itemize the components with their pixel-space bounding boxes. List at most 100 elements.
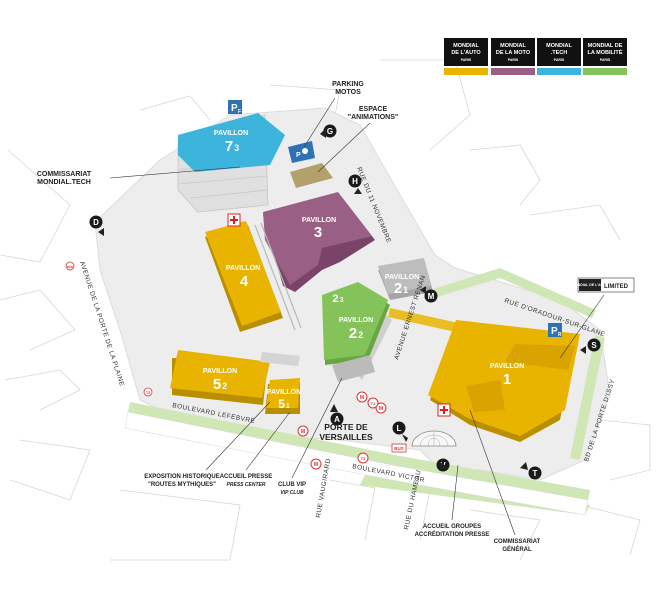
metro-icon-3: M: [375, 402, 387, 414]
legend-item-1-text-2: DE L'AUTO: [451, 50, 481, 56]
parking-motos-label-2: MOTOS: [335, 89, 361, 96]
pavilion-2-3-number: 23: [332, 293, 343, 305]
svg-text:P: P: [296, 152, 301, 159]
entrance-g-letter: G: [327, 127, 333, 136]
pavilion-4-number: 4: [240, 273, 249, 290]
tram-t3-icon: T3: [357, 452, 369, 464]
svg-text:LIMITED: LIMITED: [604, 284, 629, 290]
legend-item-2-text-2: DE LA MOTO: [496, 50, 531, 56]
bus-icon: BUS: [391, 443, 407, 453]
parking-sign-east: P R: [548, 323, 562, 338]
pavilion-1[interactable]: PAVILLON 1: [428, 320, 580, 442]
svg-text:M: M: [301, 429, 305, 435]
entrance-t-letter: T: [533, 469, 538, 478]
pavilion-1-label: PAVILLON: [490, 363, 524, 370]
walkway-lines: [254, 222, 302, 331]
svg-text:R: R: [558, 332, 562, 338]
legend-item-1-text-1: MONDIAL: [453, 43, 479, 49]
pavilion-2-2-number: 22: [349, 325, 363, 342]
entrance-m-marker[interactable]: M: [424, 289, 438, 303]
commissariat-tech-label-2: MONDIAL.TECH: [37, 179, 91, 186]
svg-text:T3: T3: [146, 391, 150, 395]
tram-t2-icon: T2: [367, 397, 379, 409]
svg-text:T3: T3: [361, 456, 366, 461]
legend-item-4-text-2: LA MOBILITÉ: [588, 48, 623, 56]
pavilion-1-number: 1: [503, 371, 511, 388]
legend-item-4-text-1: MONDIAL DE: [588, 43, 623, 49]
svg-text:RER: RER: [67, 265, 74, 269]
exposition-label-1: EXPOSITION HISTORIQUE: [144, 474, 220, 480]
pavilion-2-1-label: PAVILLON: [385, 274, 419, 281]
pavilion-2-connector: [332, 355, 375, 382]
pavilion-7-3-number: 73: [225, 138, 239, 155]
green-strip-boulevard: [128, 402, 590, 500]
first-aid-icon-pavilion-1: [437, 403, 451, 417]
entrance-h-marker[interactable]: H: [348, 174, 362, 188]
svg-text:MONDIAL DE L'AUTO: MONDIAL DE L'AUTO: [572, 283, 608, 287]
parking-motos-label-1: PARKING: [332, 81, 364, 88]
entrance-t-marker[interactable]: T: [528, 466, 542, 480]
svg-text:M: M: [379, 406, 383, 412]
legend-item-1-city: PARIS: [461, 58, 472, 62]
accueil-presse-label: ACCUEIL PRESSE: [220, 474, 273, 480]
pavilion-5-1-number: 51: [278, 397, 290, 411]
service-block: [260, 352, 300, 366]
pavilion-7-3-label: PAVILLON: [214, 130, 248, 137]
dome-icon: [411, 430, 457, 447]
map-labels: PARKING MOTOS ESPACE "ANIMATIONS" COMMIS…: [37, 81, 541, 553]
porte-de-versailles-label-2: VERSAILLES: [319, 432, 373, 442]
entrance-m-letter: M: [428, 292, 435, 301]
entrance-h-letter: H: [352, 177, 358, 186]
entrance-d-marker[interactable]: D: [89, 215, 103, 229]
pavilion-7-3[interactable]: PAVILLON 73: [177, 113, 285, 213]
accueil-groupes-label-2: ACCRÉDITATION PRESSE: [415, 530, 490, 538]
metro-icon-1: M: [297, 425, 309, 437]
metro-icon-2: M: [356, 391, 368, 403]
legend-item-2-text-1: MONDIAL: [500, 43, 526, 49]
legend-item-4-city: PARIS: [600, 58, 611, 62]
pavilion-5-2-number: 52: [213, 376, 227, 393]
pavilion-2-2-label: PAVILLON: [339, 317, 373, 324]
entrance-s-letter: S: [591, 341, 597, 350]
green-strip-east: [570, 335, 605, 460]
vip-club-label: VIP CLUB: [280, 490, 304, 496]
svg-text:P: P: [551, 326, 558, 337]
legend-item-3-text-2: .TECH: [551, 50, 568, 56]
pavilion-5-2-label: PAVILLON: [203, 368, 237, 375]
porte-de-versailles-label-1: PORTE DE: [324, 422, 368, 432]
entrance-g-marker[interactable]: G: [323, 124, 337, 138]
commissariat-general-label-1: COMMISSARIAT: [494, 539, 541, 545]
accueil-groupes-label-1: ACCUEIL GROUPES: [423, 524, 481, 530]
entrance-l-letter: L: [397, 424, 402, 433]
svg-text:F: F: [238, 109, 241, 115]
green-strip-north: [430, 268, 596, 318]
walkway-bridge: [388, 308, 463, 333]
parking-sign-north: P F: [228, 100, 242, 115]
pavilion-5-1[interactable]: PAVILLON 51: [265, 378, 301, 414]
pavilion-4[interactable]: PAVILLON 4: [205, 221, 283, 332]
espace-animations: [290, 163, 333, 188]
direction-arrows: [98, 128, 586, 470]
pavilion-3[interactable]: PAVILLON 3: [263, 192, 375, 292]
entrance-a-marker[interactable]: A: [330, 412, 344, 426]
pavilion-3-label: PAVILLON: [302, 217, 336, 224]
entrance-s-marker[interactable]: S: [587, 338, 601, 352]
legend-item-3-city: PARIS: [554, 58, 565, 62]
boulevard-lefebvre-road: [124, 411, 589, 516]
club-vip-label: CLUB VIP: [278, 482, 306, 488]
pavilion-5-2[interactable]: PAVILLON 52: [170, 350, 270, 405]
leader-lines: [109, 97, 605, 536]
first-aid-icon: [227, 213, 241, 227]
legend-item-2-city: PARIS: [508, 58, 519, 62]
svg-text:BUS: BUS: [394, 446, 404, 451]
pavilion-2-1[interactable]: PAVILLON 21: [378, 258, 433, 300]
entrance-l-marker[interactable]: L: [392, 421, 406, 435]
svg-text:P: P: [231, 103, 238, 114]
svg-text:T2: T2: [371, 401, 376, 406]
